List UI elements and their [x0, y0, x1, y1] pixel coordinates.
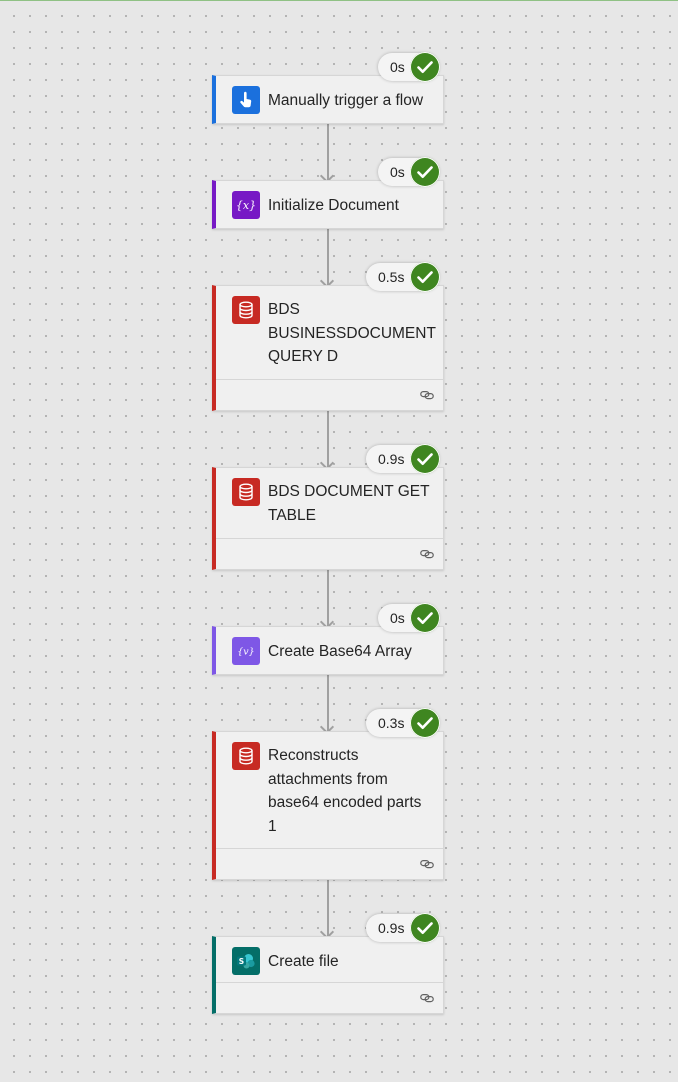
connector-arrow	[327, 411, 329, 467]
step-status-badge: 0.9s	[366, 444, 440, 474]
svg-text:{x}: {x}	[236, 199, 256, 212]
success-check-icon	[410, 444, 440, 474]
step-card-initialize-document[interactable]: {x} Initialize Document	[212, 180, 444, 229]
connector-arrow	[327, 880, 329, 936]
step-title: Create file	[268, 953, 339, 970]
sharepoint-icon: S	[232, 947, 260, 975]
step-title: Create Base64 Array	[268, 643, 412, 660]
step-title: BDS DOCUMENT GET TABLE	[268, 483, 430, 524]
step-title: Manually trigger a flow	[268, 92, 424, 109]
step-card-manual-trigger[interactable]: Manually trigger a flow	[212, 75, 444, 124]
connector-arrow	[327, 229, 329, 285]
duration-label: 0.9s	[378, 451, 405, 467]
svg-text:{v}: {v}	[237, 647, 254, 658]
top-border	[0, 0, 678, 1]
success-check-icon	[410, 603, 440, 633]
database-icon	[232, 478, 260, 506]
compose-variable-icon: {v}	[232, 637, 260, 665]
connection-link-icon	[420, 549, 434, 559]
step-card-create-base64-array[interactable]: {v} Create Base64 Array	[212, 626, 444, 675]
card-footer	[216, 538, 443, 569]
step-status-badge: 0s	[378, 157, 440, 187]
duration-label: 0.3s	[378, 715, 405, 731]
step-card-reconstructs-attachments[interactable]: Reconstructs attachments from base64 enc…	[212, 731, 444, 880]
connector-arrow	[327, 570, 329, 626]
step-title: Initialize Document	[268, 197, 399, 214]
connection-link-icon	[420, 859, 434, 869]
step-status-badge: 0s	[378, 603, 440, 633]
success-check-icon	[410, 52, 440, 82]
step-status-badge: 0.9s	[366, 913, 440, 943]
connector-arrow	[327, 124, 329, 180]
hand-pointer-icon	[232, 86, 260, 114]
step-card-bds-document-get-table[interactable]: BDS DOCUMENT GET TABLE	[212, 467, 444, 570]
step-status-badge: 0.5s	[366, 262, 440, 292]
card-footer	[216, 848, 443, 879]
database-icon	[232, 742, 260, 770]
step-card-create-file[interactable]: S Create file	[212, 936, 444, 1014]
connection-link-icon	[420, 390, 434, 400]
connector-arrow	[327, 675, 329, 731]
step-card-bds-businessdocument-query[interactable]: BDS BUSINESSDOCUMENT QUERY D	[212, 285, 444, 411]
database-icon	[232, 296, 260, 324]
duration-label: 0s	[390, 164, 405, 180]
connection-link-icon	[420, 993, 434, 1003]
svg-text:S: S	[239, 957, 244, 966]
success-check-icon	[410, 262, 440, 292]
step-title: BDS BUSINESSDOCUMENT QUERY D	[268, 301, 436, 365]
duration-label: 0.5s	[378, 269, 405, 285]
duration-label: 0.9s	[378, 920, 405, 936]
step-status-badge: 0.3s	[366, 708, 440, 738]
step-status-badge: 0s	[378, 52, 440, 82]
duration-label: 0s	[390, 610, 405, 626]
card-footer	[216, 379, 443, 410]
success-check-icon	[410, 913, 440, 943]
card-footer	[216, 982, 443, 1013]
success-check-icon	[410, 157, 440, 187]
duration-label: 0s	[390, 59, 405, 75]
variable-icon: {x}	[232, 191, 260, 219]
success-check-icon	[410, 708, 440, 738]
step-title: Reconstructs attachments from base64 enc…	[268, 747, 422, 835]
